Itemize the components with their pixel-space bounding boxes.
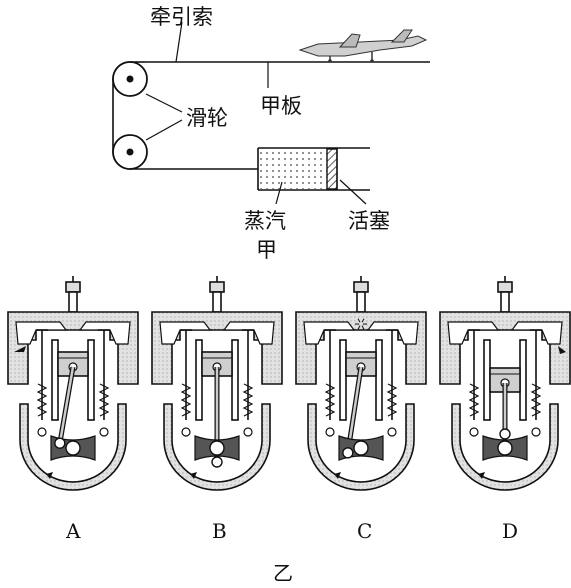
aircraft-icon [298, 29, 428, 63]
steam-chamber [259, 149, 327, 189]
engine-labels: A B C D [65, 519, 518, 543]
engine-label-c: C [357, 519, 372, 543]
lower-pulley [112, 134, 148, 170]
engine-b [151, 276, 283, 491]
engine-strokes-diagram [7, 276, 571, 491]
deck-label: 甲板 [260, 94, 302, 118]
tow-cable-label: 牵引索 [150, 5, 213, 29]
engine-d [439, 276, 571, 491]
pulley-label: 滑轮 [186, 106, 228, 130]
catapult-diagram: 牵引索 滑轮 甲板 蒸汽 甲 活塞 [112, 5, 430, 262]
engine-label-d: D [502, 519, 518, 543]
figure-caption: 乙 [273, 561, 293, 585]
engine-a [7, 276, 139, 491]
figure-jia-label: 甲 [256, 238, 277, 262]
upper-pulley [112, 61, 148, 97]
engine-label-b: B [212, 519, 227, 543]
engine-c [295, 276, 427, 491]
piston-label: 活塞 [348, 209, 390, 233]
steam-cylinder [257, 147, 370, 191]
engine-label-a: A [65, 519, 81, 543]
piston-icon [326, 148, 338, 190]
steam-label: 蒸汽 [244, 209, 286, 233]
